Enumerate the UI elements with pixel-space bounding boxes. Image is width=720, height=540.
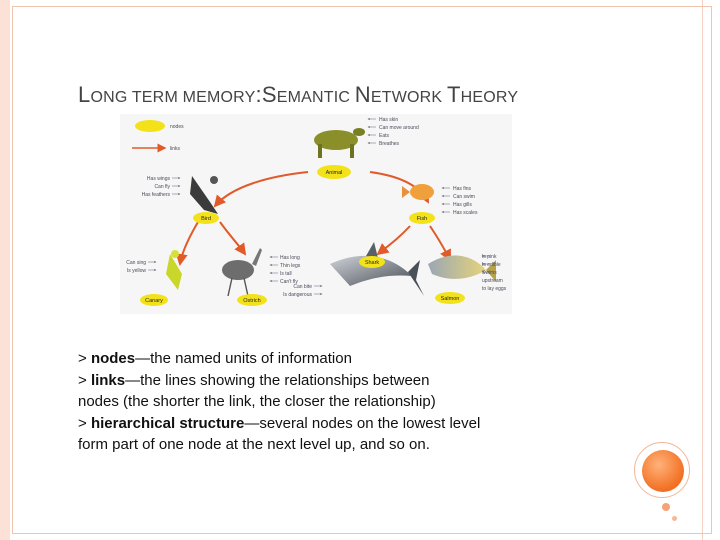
fish-prop-2: Can swim (453, 194, 475, 200)
right-decor-line (702, 0, 703, 540)
slide-frame (12, 6, 712, 534)
canary-prop-2: Is yellow (127, 268, 147, 274)
animal-prop-1: Has skin (379, 117, 398, 123)
shark-prop-1: Can bite (293, 284, 312, 290)
shark-properties: Can bite Is dangerous (283, 284, 323, 298)
node-animal (317, 165, 351, 179)
fish-image (402, 184, 434, 200)
ostrich-image (222, 248, 262, 297)
ostrich-properties: Has long Thin legs Is tall Can't fly (269, 255, 301, 285)
animal-properties: Has skin Can move around Eats Breathes (367, 117, 419, 147)
def-links: —the lines showing the relationships bet… (125, 371, 430, 389)
def-nodes: —the named units of information (135, 350, 352, 367)
title-rest-4: HEORY (460, 89, 519, 106)
salmon-prop-2: Is edible (482, 262, 501, 268)
node-canary-label: Canary (145, 298, 163, 304)
ostrich-prop-3: Is tall (280, 271, 292, 277)
shark-image (330, 242, 424, 296)
salmon-image (428, 255, 496, 282)
node-animal-label: Animal (326, 170, 343, 176)
body-line-links: > links—the lines showing the relationsh… (78, 370, 578, 392)
node-shark (359, 256, 385, 268)
decor-orange-circle (642, 450, 684, 492)
bullet-marker: > (78, 414, 91, 432)
node-shark-label: Shark (365, 260, 380, 266)
ostrich-prop-4: Can't fly (280, 279, 298, 285)
left-decor-bar (0, 0, 10, 540)
term-links: links (90, 371, 126, 389)
title-colon: : (255, 82, 262, 107)
bird-prop-1: Has wings (147, 176, 171, 182)
ostrich-prop-1: Has long (280, 255, 300, 261)
salmon-prop-4: upstream (482, 278, 503, 284)
bird-prop-2: Can fly (154, 184, 170, 190)
title-cap-s: S (261, 82, 277, 107)
node-fish-label: Fish (417, 216, 427, 222)
canary-prop-1: Can sing (126, 260, 146, 266)
node-canary (140, 294, 168, 306)
canary-properties: Can sing Is yellow (126, 260, 157, 274)
bird-prop-3: Has feathers (142, 192, 171, 198)
title-cap-n: N (354, 82, 371, 107)
salmon-prop-5: to lay eggs (482, 286, 507, 292)
animal-prop-4: Breathes (379, 141, 400, 147)
title-rest-3: ETWORK (370, 89, 447, 106)
fish-prop-4: Has scales (453, 210, 478, 216)
node-ostrich-label: Ostrich (243, 298, 260, 304)
node-bird-label: Bird (201, 216, 211, 222)
node-bird (193, 212, 219, 224)
shark-prop-2: Is dangerous (283, 292, 312, 298)
bullet-marker: > (78, 350, 91, 367)
semantic-network-diagram: nodes links Animal Has skin Can move aro… (120, 114, 512, 314)
salmon-prop-3: Swims (482, 270, 497, 276)
bullet-marker: > (78, 371, 91, 389)
legend-nodes-label: nodes (170, 124, 184, 130)
body-line-hierarchy: > hierarchical structure—several nodes o… (78, 413, 578, 435)
link-bird-canary (175, 221, 199, 266)
cow-image (314, 128, 365, 158)
slide-title: LONG TERM MEMORY:SEMANTIC NETWORK THEORY (78, 82, 678, 108)
link-animal-bird (213, 171, 309, 208)
animal-prop-2: Can move around (379, 125, 419, 131)
slide-body-text: > nodes—the named units of information >… (78, 348, 578, 456)
title-cap-l: L (78, 82, 91, 107)
node-ostrich (237, 294, 267, 306)
bird-properties: Has wings Can fly Has feathers (142, 176, 181, 198)
def-hierarchy: —several nodes on the lowest level (244, 414, 481, 432)
title-rest-2: EMANTIC (276, 89, 355, 106)
semantic-network-figure: nodes links Animal Has skin Can move aro… (120, 114, 512, 314)
title-rest-1: ONG TERM MEMORY (90, 89, 256, 106)
body-line-hierarchy-cont: form part of one node at the next level … (78, 436, 430, 453)
node-salmon (435, 292, 465, 304)
animal-prop-3: Eats (379, 133, 390, 139)
title-cap-t: T (446, 82, 461, 107)
salmon-prop-1: Is pink (482, 254, 497, 260)
decor-tiny-dot (672, 516, 677, 521)
fish-prop-3: Has gills (453, 202, 472, 208)
eagle-image (190, 176, 218, 214)
link-fish-shark (376, 225, 411, 256)
legend-node-swatch (135, 120, 165, 132)
node-fish (409, 212, 435, 224)
body-line-nodes: > nodes—the named units of information (78, 348, 578, 370)
term-nodes: nodes (90, 350, 136, 367)
legend-links-label: links (170, 146, 181, 152)
canary-image (166, 250, 182, 290)
decor-small-dot (662, 503, 670, 511)
term-hierarchical-structure: hierarchical structure (90, 414, 245, 432)
fish-properties: Has fins Can swim Has gills Has scales (441, 186, 478, 216)
node-salmon-label: Salmon (441, 296, 460, 302)
ostrich-prop-2: Thin legs (280, 263, 301, 269)
decor-ring (634, 442, 690, 498)
body-line-links-cont: nodes (the shorter the link, the closer … (78, 393, 436, 410)
link-bird-ostrich (219, 221, 247, 256)
salmon-properties: Is pink Is edible Swims upstream to lay … (481, 254, 507, 292)
fish-prop-1: Has fins (453, 186, 472, 192)
